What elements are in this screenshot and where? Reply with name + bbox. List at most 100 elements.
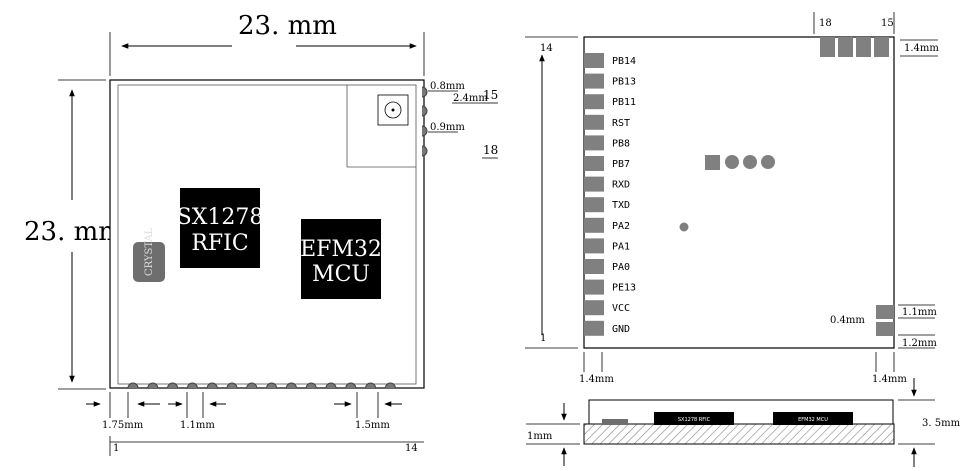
side-efm32-label: EFM32 MCU <box>798 417 828 423</box>
castellated-pad <box>421 86 428 98</box>
top-pin-15: 15 <box>881 18 894 29</box>
pin-label: PB14 <box>612 56 636 67</box>
antenna-area <box>346 85 416 168</box>
dim-top-1.4: 1.4mm <box>904 43 939 54</box>
pin-pad <box>584 114 604 130</box>
top-pad <box>820 37 835 57</box>
dim-1mm: 1mm <box>527 431 553 442</box>
castellated-pad <box>206 382 218 389</box>
pin-pad <box>584 259 604 274</box>
side-view: SX1278 RFIC EFM32 MCU 1mm 3. 5mm <box>526 378 961 467</box>
module-outline-right <box>583 36 895 349</box>
side-crystal <box>602 419 628 425</box>
castellated-pad <box>285 382 297 389</box>
pin-pad <box>584 53 604 68</box>
efm32-label: EFM32 <box>300 237 382 262</box>
top-pin-18: 18 <box>819 18 832 29</box>
pin-pad <box>584 300 604 316</box>
pin-pad <box>584 238 604 254</box>
round-pad <box>761 155 775 169</box>
pin-label: RXD <box>612 180 630 191</box>
pin-label: GND <box>612 324 630 335</box>
castellated-pad <box>384 382 396 389</box>
pin-label: PB7 <box>612 159 630 170</box>
castellated-pad <box>365 382 377 389</box>
dim-0.9: 0.9mm <box>430 122 465 133</box>
left-top-view: 23. mm 23. mm 0.8mm 2.4mm 0.9mm 15 18 <box>24 11 498 456</box>
round-pad <box>725 155 739 169</box>
height-label: 23. mm <box>24 217 123 247</box>
pin-14-marker: 14 <box>540 43 553 54</box>
dim-bottom-left-1.4: 1.4mm <box>579 374 614 385</box>
via-pad <box>679 222 689 232</box>
castellated-pad <box>167 382 179 389</box>
pin-1-label: 1 <box>113 443 119 454</box>
pcb-substrate <box>583 423 895 445</box>
pin-label: PA0 <box>612 262 630 273</box>
side-sx1278 <box>654 412 734 425</box>
pin-label: RST <box>612 118 630 129</box>
pin-pad <box>584 135 604 151</box>
dim-1.5: 1.5mm <box>355 420 390 431</box>
pin-pad <box>584 94 604 110</box>
round-pad <box>743 155 757 169</box>
castellated-pad <box>266 382 278 389</box>
efm32-chip <box>301 219 381 299</box>
pin-label: PB13 <box>612 77 636 88</box>
castellated-pad <box>147 382 159 389</box>
module-inner-outline <box>117 84 417 385</box>
pin-15-label: 15 <box>483 88 498 102</box>
right-pads <box>421 86 428 157</box>
dim-0.8: 0.8mm <box>430 81 465 92</box>
pin-pad <box>584 279 604 295</box>
castellated-pad <box>421 125 428 137</box>
castellated-pad <box>345 382 357 389</box>
dim-1.1: 1.1mm <box>180 420 215 431</box>
pin-pad <box>584 197 604 213</box>
castellated-pad <box>421 145 428 157</box>
side-sx1278-label: SX1278 RFIC <box>678 417 711 423</box>
pin-label: TXD <box>612 200 630 211</box>
dim-2.4: 2.4mm <box>453 93 488 104</box>
width-label: 23. mm <box>238 11 337 41</box>
pin-label: VCC <box>612 303 630 314</box>
pin-pad <box>584 156 604 171</box>
castellated-pad <box>226 382 238 389</box>
pin-pad <box>584 73 604 89</box>
pin-label: PE13 <box>612 283 636 294</box>
top-pad <box>838 37 853 57</box>
pin-label: PB8 <box>612 138 630 149</box>
crystal-label: CRYSTAL <box>144 227 155 276</box>
crystal <box>133 242 165 282</box>
dim-1.75: 1.75mm <box>102 420 144 431</box>
dim-3.5mm: 3. 5mm <box>922 418 961 429</box>
pin-label: PA2 <box>612 221 630 232</box>
antenna-connector-ring <box>384 101 402 119</box>
pin-14-label: 14 <box>405 443 418 454</box>
side-pad <box>876 322 894 336</box>
castellated-pad <box>127 382 139 389</box>
bottom-pads <box>127 382 396 389</box>
pin-1-marker: 1 <box>540 333 546 344</box>
pin-label: PB11 <box>612 97 636 108</box>
castellated-pad <box>186 382 198 389</box>
square-pad <box>705 155 720 170</box>
pin-pad <box>584 320 604 336</box>
rfic-label: RFIC <box>191 231 248 256</box>
dim-bottom-right-1.4: 1.4mm <box>872 374 907 385</box>
side-efm32 <box>773 412 853 425</box>
pin-18-label: 18 <box>483 143 498 157</box>
castellated-pad <box>421 105 428 117</box>
sx1278-chip <box>180 188 260 268</box>
pin-pad <box>584 176 604 192</box>
pin-label: PA1 <box>612 241 630 252</box>
castellated-pad <box>325 382 337 389</box>
side-pad <box>876 305 894 319</box>
castellated-pad <box>246 382 258 389</box>
sx1278-label: SX1278 <box>177 205 264 230</box>
top-pad <box>856 37 871 57</box>
mcu-label: MCU <box>312 262 370 287</box>
dim-1.2: 1.2mm <box>902 338 937 349</box>
